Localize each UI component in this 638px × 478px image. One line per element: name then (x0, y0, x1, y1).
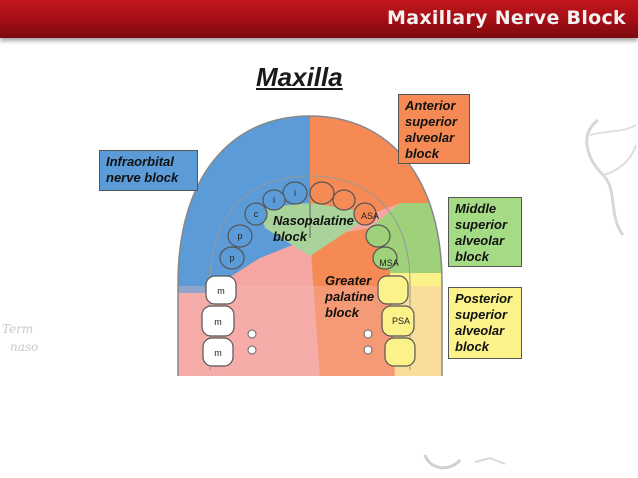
foramen-left-1 (247, 329, 257, 339)
tooth-letter-p1: p (237, 231, 242, 241)
tooth-incisor-right-1 (309, 181, 335, 205)
tooth-premolar-right-2 (372, 246, 398, 270)
nasopalatine-region (260, 203, 375, 256)
tooth-molar-right-2 (381, 305, 415, 337)
faint-text-line2: naso (10, 340, 39, 354)
tooth-incisor-left-2 (262, 189, 286, 211)
tooth-letter-i1: i (294, 188, 296, 198)
msa-box: Middle superior alveolar block (448, 197, 522, 267)
tooth-incisor-left-1 (282, 181, 308, 205)
slide-title: Maxillary Nerve Block (386, 7, 626, 29)
psa-tag: PSA (392, 316, 410, 326)
tooth-letter-c: c (254, 209, 259, 219)
tooth-molar-right-3 (384, 337, 416, 367)
diagram-heading: Maxilla (256, 62, 343, 92)
foramen-left-2 (247, 345, 257, 355)
asa-box: Anterior superior alveolar block (398, 94, 470, 164)
tooth-canine-right (353, 202, 377, 226)
greater-palatine-label: Greater palatine block (325, 273, 375, 320)
tooth-molar-left-1 (205, 275, 237, 305)
tooth-letter-i2: i (273, 195, 275, 205)
tooth-molar-left-2 (201, 305, 235, 337)
tooth-molar-left-3 (202, 337, 234, 367)
faint-text-line1: Term (2, 322, 34, 336)
nasopalatine-label: Nasopalatine block (273, 213, 354, 244)
tooth-premolar-left-2 (219, 246, 245, 270)
title-banner: Maxillary Nerve Block (0, 0, 638, 38)
tooth-letter-m1: m (217, 286, 225, 296)
faint-bottom-sketch (423, 454, 506, 470)
tooth-incisor-right-2 (332, 189, 356, 211)
tooth-letter-p2: p (229, 253, 234, 263)
tooth-premolar-right-1 (365, 224, 391, 248)
infraorbital-box: Infraorbital nerve block (99, 150, 198, 191)
foramen-right-1 (363, 329, 373, 339)
msa-tag: MSA (379, 258, 399, 268)
tooth-premolar-left-1 (227, 224, 253, 248)
asa-tag: ASA (361, 211, 379, 221)
foramen-right-2 (363, 345, 373, 355)
faint-nerve-sketch (585, 118, 637, 236)
psa-box: Posterior superior alveolar block (448, 287, 522, 359)
tooth-molar-right-1 (377, 275, 409, 305)
tooth-letter-m2: m (214, 317, 222, 327)
tooth-canine-left (244, 202, 268, 226)
tooth-letter-m3: m (214, 348, 222, 358)
